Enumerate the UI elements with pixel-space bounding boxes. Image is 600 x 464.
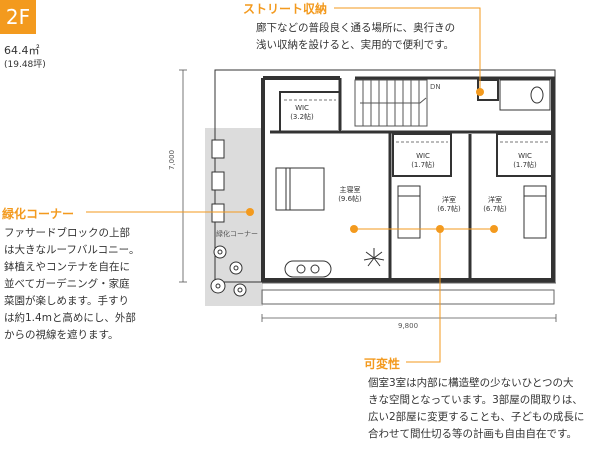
width-dimension-label: 9,800 (398, 322, 419, 330)
floor-area-tsubo: (19.48坪) (4, 60, 46, 70)
wic-a-size: (1.7帖) (411, 161, 435, 169)
variability-line: 合わせて間仕切る等の計画も自由自在です。 (368, 428, 577, 440)
street-storage-line: 廊下などの普段良く通る場所に、奥行きの (256, 22, 456, 34)
green-corner-line: は大きなルーフバルコニー。 (4, 244, 140, 256)
wic-b-size: (1.7帖) (513, 161, 537, 169)
planter-2 (211, 171, 225, 191)
plant-icon (363, 248, 385, 267)
master-bedroom-marker (350, 225, 358, 233)
planter-1 (211, 139, 225, 159)
green-corner-line: 鉢植えやコンテナを自在に (4, 261, 130, 273)
double-bed (275, 167, 325, 211)
flower-icon (210, 245, 247, 297)
variability-line: 個室3室は内部に構造壁の少ないひとつの大 (368, 377, 574, 389)
dn-label: DN (430, 83, 441, 91)
western-room-b-label: 洋室 (6.7帖) (478, 196, 512, 214)
green-corner-line: は約1.4mと高めにし、外部 (4, 312, 136, 324)
green-corner-line: 菜園が楽しめます。手すり (4, 295, 129, 307)
green-corner-plan-label: 緑化コーナー (216, 230, 258, 238)
wic-a-name: WIC (416, 152, 430, 160)
wic-a-label: WIC (1.7帖) (406, 152, 440, 170)
western-room-b-name: 洋室 (488, 196, 502, 204)
single-bed-right (523, 185, 547, 239)
green-corner-marker (246, 208, 254, 216)
wic-main-label: WIC (3.2帖) (284, 104, 320, 122)
wic-b-name: WIC (518, 152, 532, 160)
single-bed-left (397, 185, 421, 239)
variable-leader-vertical (406, 229, 441, 363)
master-bedroom-label: 主寝室 (9.6帖) (330, 186, 370, 204)
variability-line: きな空間となっています。3部屋の間取りは、 (368, 394, 583, 406)
variability-text: 個室3室は内部に構造壁の少ないひとつの大 きな空間となっています。3部屋の間取り… (368, 375, 600, 443)
street-storage-leader (334, 7, 481, 92)
western-room-a-name: 洋室 (442, 196, 456, 204)
western-room-a-size: (6.7帖) (437, 205, 461, 213)
green-corner-line: 並べてガーデニング・家庭 (4, 278, 130, 290)
street-storage-title: ストリート収納 (243, 2, 328, 16)
green-corner-text: ファサードブロックの上部 は大きなルーフバルコニー。 鉢植えやコンテナを自在に … (4, 225, 164, 344)
balcony-outline (261, 289, 555, 305)
wic-main-size: (3.2帖) (290, 113, 314, 121)
western-room-a-marker (436, 225, 444, 233)
street-storage-text: 廊下などの普段良く通る場所に、奥行きの 浅い収納を設けると、実用的で便利です。 (256, 20, 486, 54)
western-room-a-label: 洋室 (6.7帖) (432, 196, 466, 214)
street-storage-line: 浅い収納を設けると、実用的で便利です。 (256, 39, 455, 51)
floor-area: 64.4㎡ (19.48坪) (4, 44, 46, 72)
western-room-b-size: (6.7帖) (483, 205, 507, 213)
wic-main-name: WIC (295, 104, 309, 112)
green-corner-title: 緑化コーナー (2, 207, 75, 221)
floor-badge: 2F (0, 0, 36, 34)
street-storage-marker (476, 88, 484, 96)
western-room-b-marker (490, 225, 498, 233)
master-bedroom-name: 主寝室 (339, 186, 361, 194)
green-corner-line: ファサードブロックの上部 (4, 227, 130, 239)
height-dimension-label: 7,000 (168, 149, 176, 170)
wic-b-label: WIC (1.7帖) (508, 152, 542, 170)
planter-3 (211, 203, 225, 223)
staircase (354, 79, 428, 127)
variability-title: 可変性 (364, 357, 401, 371)
floor-area-sqm: 64.4㎡ (4, 44, 40, 57)
master-bedroom-size: (9.6帖) (338, 195, 362, 203)
balcony-table (284, 260, 332, 278)
variability-line: 広い2部屋に変更することも、子どもの成長に (368, 411, 585, 423)
green-corner-line: からの視線を遮ります。 (4, 329, 119, 341)
